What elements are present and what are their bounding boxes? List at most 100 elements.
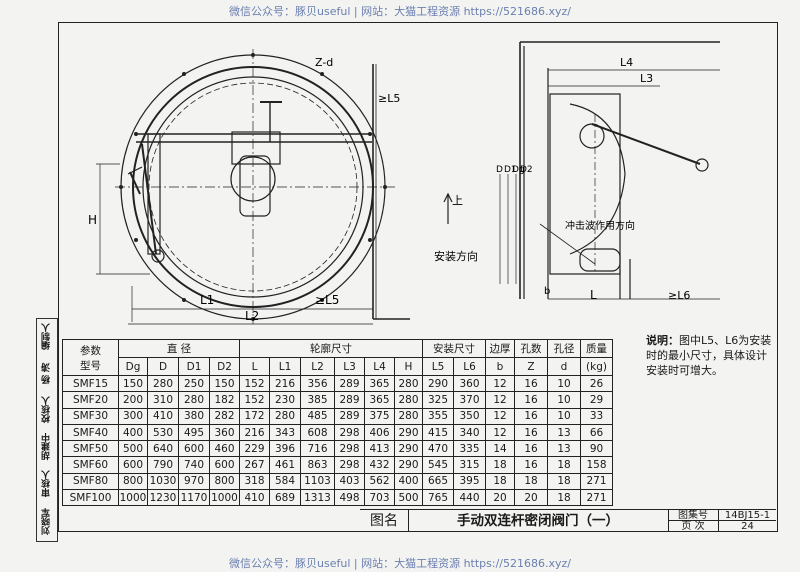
value-cell: 10 xyxy=(547,391,581,409)
value-cell: 20 xyxy=(485,489,515,507)
label-l4: L4 xyxy=(620,56,633,69)
value-cell: 395 xyxy=(453,472,486,491)
value-cell: 298 xyxy=(334,423,365,442)
label-d2: D2 xyxy=(520,165,533,175)
value-cell: 150 xyxy=(209,374,240,393)
header-param-model: 参数 型号 xyxy=(62,339,119,376)
value-cell: 18 xyxy=(547,489,581,507)
value-cell: 375 xyxy=(364,407,395,425)
subheader-cell: D2 xyxy=(209,357,240,376)
value-cell: 290 xyxy=(422,374,454,393)
model-cell: SMF30 xyxy=(62,407,119,425)
value-cell: 1103 xyxy=(300,472,335,491)
value-cell: 300 xyxy=(118,407,148,425)
header-edge: 边厚 xyxy=(485,339,515,358)
label-d1: D1 xyxy=(504,165,517,175)
value-cell: 1000 xyxy=(209,489,240,507)
value-cell: 216 xyxy=(239,423,270,442)
label-up: 上 xyxy=(452,194,463,207)
value-cell: 298 xyxy=(334,440,365,458)
value-cell: 343 xyxy=(269,423,301,442)
value-cell: 970 xyxy=(178,472,210,491)
value-cell: 290 xyxy=(394,456,423,474)
value-cell: 16 xyxy=(514,374,548,393)
value-cell: 500 xyxy=(118,440,148,458)
value-cell: 29 xyxy=(580,391,613,409)
value-cell: 280 xyxy=(269,407,301,425)
value-cell: 172 xyxy=(239,407,270,425)
header-model: 型号 xyxy=(80,359,101,372)
value-cell: 740 xyxy=(178,456,210,474)
value-cell: 498 xyxy=(334,489,365,507)
value-cell: 800 xyxy=(118,472,148,491)
signature-sidebar: 编制人 杨 涛 校核人 胡建中 审核人 刘晓军 xyxy=(36,318,58,542)
value-cell: 12 xyxy=(485,374,515,393)
subheader-cell: Z xyxy=(514,357,548,376)
value-cell: 415 xyxy=(422,423,454,442)
subheader-cell: Dg xyxy=(118,357,148,376)
value-cell: 800 xyxy=(209,472,240,491)
value-cell: 13 xyxy=(547,440,581,458)
header-diameter: 直 径 xyxy=(118,339,240,358)
sidebar-checker: 校核人 xyxy=(42,396,52,423)
value-cell: 600 xyxy=(178,440,210,458)
subheader-cell: b xyxy=(485,357,515,376)
header-install: 安装尺寸 xyxy=(422,339,486,358)
label-d: D xyxy=(496,165,503,175)
page-number: 24 xyxy=(741,521,754,532)
value-cell: 765 xyxy=(422,489,454,507)
value-cell: 863 xyxy=(300,456,335,474)
value-cell: 290 xyxy=(394,423,423,442)
value-cell: 315 xyxy=(453,456,486,474)
value-cell: 16 xyxy=(514,407,548,425)
value-cell: 500 xyxy=(394,489,423,507)
label-l6: ≥L6 xyxy=(668,289,690,302)
value-cell: 1030 xyxy=(147,472,179,491)
value-cell: 152 xyxy=(239,374,270,393)
label-l5-top: ≥L5 xyxy=(378,92,400,105)
label-l3: L3 xyxy=(640,72,653,85)
drawing-title: 手动双连杆密闭阀门（一） xyxy=(408,510,669,532)
sidebar-reviewer: 审核人 xyxy=(42,470,52,498)
value-cell: 230 xyxy=(269,391,301,409)
value-cell: 267 xyxy=(239,456,270,474)
value-cell: 18 xyxy=(547,456,581,474)
value-cell: 703 xyxy=(364,489,395,507)
table-header-row: 参数 型号 直 径 轮廓尺寸 安装尺寸 边厚 孔数 孔径 质量 xyxy=(62,339,613,376)
value-cell: 20 xyxy=(514,489,548,507)
value-cell: 289 xyxy=(334,391,365,409)
label-install-direction: 安装方向 xyxy=(434,249,478,263)
value-cell: 271 xyxy=(580,489,613,507)
subheader-cell: L xyxy=(239,357,270,376)
note-block: 说明：图中L5、L6为安装时的最小尺寸，具体设计安装时可增大。 xyxy=(646,333,776,378)
drawing-frame xyxy=(58,22,778,532)
value-cell: 584 xyxy=(269,472,301,491)
subheader-cell: D1 xyxy=(178,357,210,376)
value-cell: 152 xyxy=(239,391,270,409)
value-cell: 485 xyxy=(300,407,335,425)
value-cell: 1170 xyxy=(178,489,210,507)
value-cell: 182 xyxy=(209,391,240,409)
model-cell: SMF20 xyxy=(62,391,119,409)
value-cell: 310 xyxy=(147,391,179,409)
atlas-number-label: 图集号 xyxy=(668,510,719,521)
label-h: H xyxy=(88,213,97,227)
note-text: 图中L5、L6为安装时的最小尺寸，具体设计安装时可增大。 xyxy=(646,334,772,377)
front-view-drawing: Z-d ≥L5 H L1 ≥L5 L2 xyxy=(88,49,410,325)
value-cell: 370 xyxy=(453,391,486,409)
value-cell: 271 xyxy=(580,472,613,491)
value-cell: 410 xyxy=(239,489,270,507)
value-cell: 689 xyxy=(269,489,301,507)
model-cell: SMF100 xyxy=(62,489,119,507)
value-cell: 1230 xyxy=(147,489,179,507)
value-cell: 280 xyxy=(394,391,423,409)
value-cell: 530 xyxy=(147,423,179,442)
label-impact-direction: 冲击波作用方向 xyxy=(565,219,635,232)
value-cell: 460 xyxy=(209,440,240,458)
value-cell: 18 xyxy=(485,472,515,491)
value-cell: 12 xyxy=(485,407,515,425)
